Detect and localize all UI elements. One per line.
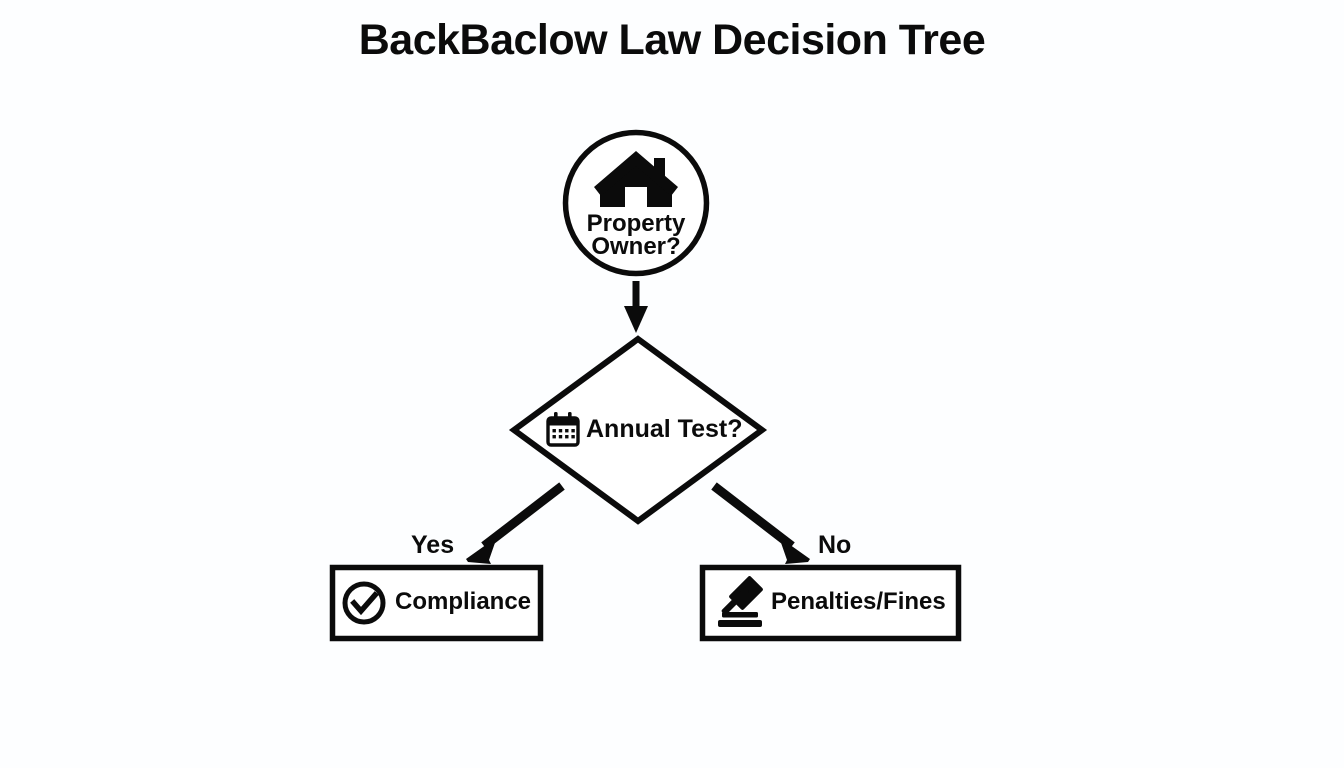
node-penalties-fines[interactable] [699,564,962,642]
node-annual-test[interactable] [508,335,768,525]
edge-label-yes: Yes [411,531,455,559]
node-penalties-fines-label: Penalties/Fines [771,588,946,615]
check-circle-icon [342,581,386,625]
node-property-owner-label-line1: Property [586,210,686,237]
node-annual-test-label: Annual Test? [586,415,743,443]
page-title: BackBaclow Law Decision Tree [358,16,986,64]
node-property-owner-label-line2: Owner? [591,233,681,260]
gavel-icon [718,576,763,627]
node-property-owner[interactable] [562,129,710,277]
node-property-owner-label: Property Owner? [563,210,709,260]
edge-decision-to-compliance [466,482,565,564]
node-compliance[interactable] [329,564,544,642]
node-compliance-label: Compliance [395,588,532,615]
calendar-icon [546,412,580,447]
edge-label-no: No [818,531,852,559]
edge-decision-to-penalties [711,482,810,564]
home-icon [594,151,678,208]
edge-root-to-decision [624,281,648,333]
